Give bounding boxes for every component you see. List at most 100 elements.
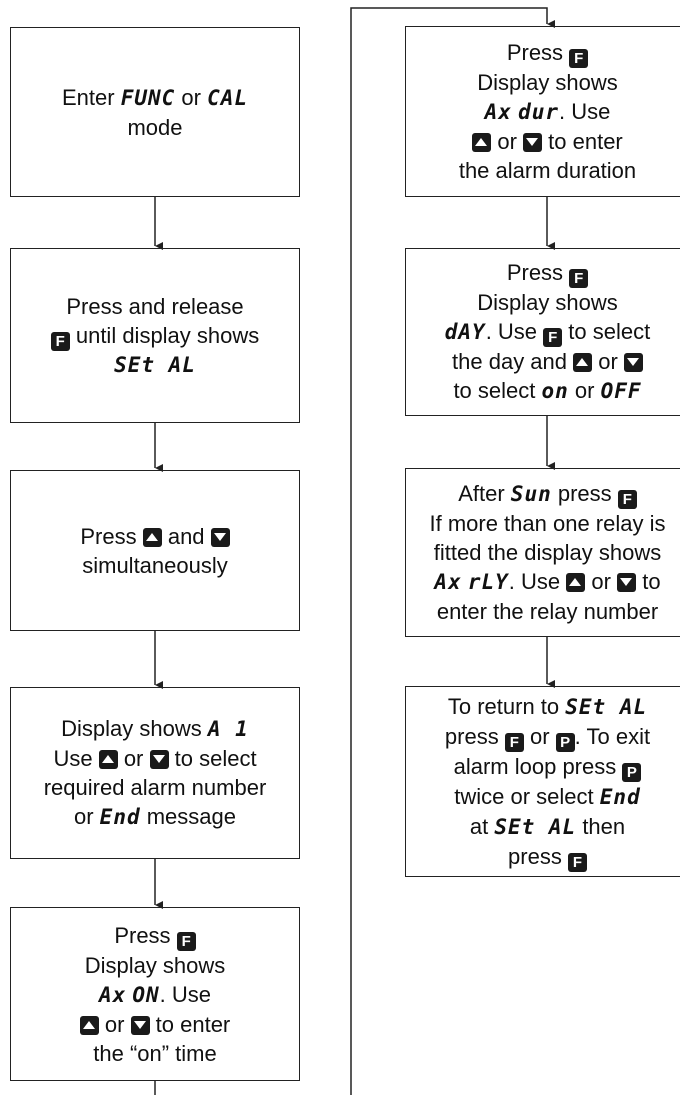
step-text: the “on” time <box>93 1040 217 1066</box>
step-text: to <box>642 569 661 594</box>
display-a1: A 1 <box>207 717 249 741</box>
arrow-5-6 <box>350 7 555 1095</box>
step-text: or <box>598 349 618 374</box>
step-text: If more than one relay is <box>429 511 666 536</box>
up-arrow-key-icon <box>472 133 492 152</box>
step-text: to enter <box>548 129 623 154</box>
down-arrow-key-icon <box>210 527 230 547</box>
step-text: at <box>469 813 489 839</box>
step-text: or <box>73 804 94 829</box>
step-text: mode <box>127 114 183 140</box>
step-text: Press <box>506 260 564 285</box>
step-text: Display shows <box>84 952 226 978</box>
step-text: Display shows <box>61 716 202 741</box>
down-arrow-key-icon <box>623 353 643 372</box>
step-text: After <box>458 481 505 506</box>
step-text: To return to <box>447 693 560 719</box>
step-text: or <box>574 378 595 403</box>
step-text: press <box>508 843 562 869</box>
display-set-al: SEt AL <box>494 814 577 839</box>
step-text: the alarm duration <box>458 158 637 183</box>
step-duration: Press F Display shows Ax dur. Use or to … <box>405 26 680 197</box>
step-text: Press <box>80 523 137 549</box>
step-text: and <box>167 523 205 549</box>
display-end: End <box>599 784 641 809</box>
step-text: to select <box>453 378 536 403</box>
down-arrow-key-icon <box>617 573 637 592</box>
step-text: the day and <box>452 349 568 374</box>
step-return-exit: To return to SEt AL press F or P. To exi… <box>405 686 680 877</box>
up-arrow-key-icon <box>566 573 586 592</box>
up-arrow-key-icon <box>142 527 162 547</box>
display-ax: Ax <box>484 100 512 124</box>
step-text: message <box>146 804 237 829</box>
down-arrow-key-icon <box>149 750 169 769</box>
step-text: to enter <box>155 1011 231 1037</box>
step-text: Display shows <box>477 290 618 315</box>
step-text: until display shows <box>75 322 260 348</box>
step-text: . Use <box>559 99 611 124</box>
step-text: or <box>497 129 517 154</box>
step-text: or <box>529 723 550 749</box>
step-text: Display shows <box>477 70 618 95</box>
step-text: then <box>582 813 626 839</box>
step-text: to select <box>174 746 257 771</box>
step-text: simultaneously <box>82 552 228 578</box>
f-key-icon: F <box>569 49 589 68</box>
step-text: Enter <box>61 84 115 110</box>
step-text: . Use <box>508 569 561 594</box>
display-end: End <box>99 805 141 829</box>
display-on: on <box>541 379 569 403</box>
p-key-icon: P <box>622 762 642 782</box>
step-select-alarm: Display shows A 1 Use or to select requi… <box>10 687 300 859</box>
display-set-al: SEt AL <box>565 694 648 719</box>
step-text: . Use <box>485 319 538 344</box>
step-text: Press and release <box>66 293 244 319</box>
f-key-icon: F <box>50 331 70 351</box>
step-text: required alarm number <box>43 775 267 800</box>
step-press-release: Press and release F until display shows … <box>10 248 300 423</box>
f-key-icon: F <box>617 490 637 509</box>
display-sun: Sun <box>510 482 552 506</box>
display-off: OFF <box>600 379 642 403</box>
step-text: or <box>104 1011 125 1037</box>
f-key-icon: F <box>569 269 589 288</box>
down-arrow-key-icon <box>130 1015 150 1035</box>
f-key-icon: F <box>176 931 196 951</box>
step-day: Press F Display shows dAY. Use F to sele… <box>405 248 680 416</box>
display-on: ON <box>132 982 160 1007</box>
up-arrow-key-icon <box>98 750 118 769</box>
step-text: twice or select <box>454 783 594 809</box>
step-text: or <box>181 84 201 110</box>
step-press-simultaneous: Press and simultaneously <box>10 470 300 631</box>
step-text: fitted the display shows <box>433 540 662 565</box>
p-key-icon: P <box>555 732 575 752</box>
step-text: press <box>444 723 499 749</box>
step-text: press <box>557 481 612 506</box>
step-text: alarm loop press <box>453 753 617 779</box>
display-cal: CAL <box>207 85 249 110</box>
step-enter-mode: Enter FUNC or CAL mode <box>10 27 300 197</box>
step-text: . To exit <box>574 723 651 749</box>
step-text: . Use <box>159 981 212 1007</box>
display-set-al: SEt AL <box>114 352 196 377</box>
step-text: Press <box>114 922 171 948</box>
step-relay: After Sun press F If more than one relay… <box>405 468 680 637</box>
step-text: to select <box>568 319 651 344</box>
step-text: Press <box>506 40 564 65</box>
step-text: Use <box>53 746 93 771</box>
display-func: FUNC <box>120 85 176 110</box>
step-text: or <box>123 746 144 771</box>
display-rly: rLY <box>467 570 509 594</box>
display-ax: Ax <box>98 982 127 1007</box>
display-dur: dur <box>518 100 559 124</box>
f-key-icon: F <box>543 328 563 347</box>
f-key-icon: F <box>504 732 524 752</box>
f-key-icon: F <box>567 852 587 872</box>
up-arrow-key-icon <box>573 353 593 372</box>
up-arrow-key-icon <box>79 1015 99 1035</box>
step-text: or <box>591 569 611 594</box>
display-ax: Ax <box>434 570 462 594</box>
display-day: dAY <box>444 320 486 344</box>
